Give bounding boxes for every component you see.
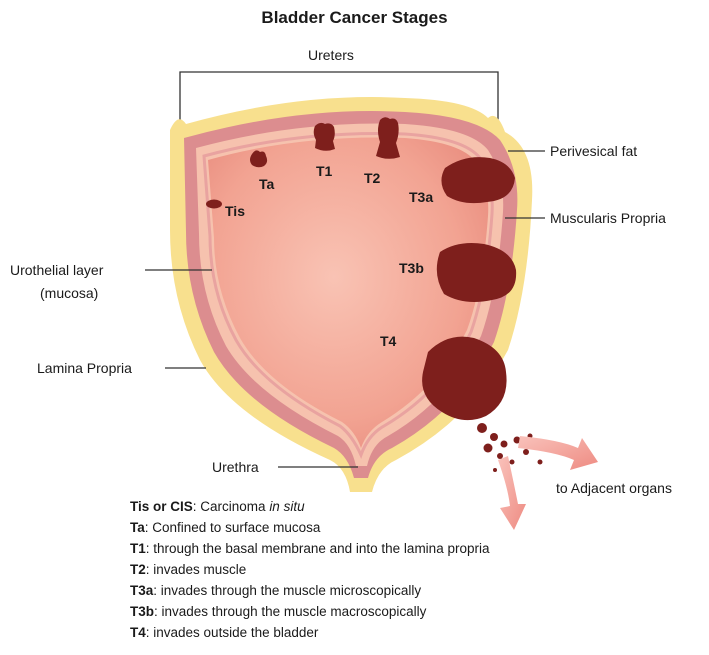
stage-label-t1: T1 [316,163,332,179]
stage-label-t2: T2 [364,170,380,186]
stage-label-t3b: T3b [399,260,424,276]
mucosa-label: (mucosa) [40,285,98,301]
legend-item: T4: invades outside the bladder [130,622,489,643]
legend-item: T2: invades muscle [130,559,489,580]
muscularis-propria-label: Muscularis Propria [550,210,666,226]
stage-legend: Tis or CIS: Carcinoma in situ Ta: Confin… [130,496,489,643]
legend-item: T3b: invades through the muscle macrosco… [130,601,489,622]
stage-label-t4: T4 [380,333,396,349]
adjacent-organs-label: to Adjacent organs [556,480,672,496]
legend-item: Ta: Confined to surface mucosa [130,517,489,538]
tumor-t1 [314,123,335,151]
urethra-label: Urethra [212,459,259,475]
stage-label-t3a: T3a [409,189,433,205]
tumor-tis [206,200,222,209]
legend-item: T3a: invades through the muscle microsco… [130,580,489,601]
ureters-label: Ureters [308,47,354,63]
arrow-down [498,456,526,530]
tumor-t3a [441,157,515,203]
arrow-right [518,436,598,470]
stage-label-ta: Ta [259,176,274,192]
urothelial-layer-label: Urothelial layer [10,262,103,278]
legend-item: T1: through the basal membrane and into … [130,538,489,559]
tumor-t2 [376,117,400,159]
stage-label-tis: Tis [225,203,245,219]
perivesical-fat-label: Perivesical fat [550,143,637,159]
lamina-propria-label: Lamina Propria [37,360,132,376]
legend-item: Tis or CIS: Carcinoma in situ [130,496,489,517]
